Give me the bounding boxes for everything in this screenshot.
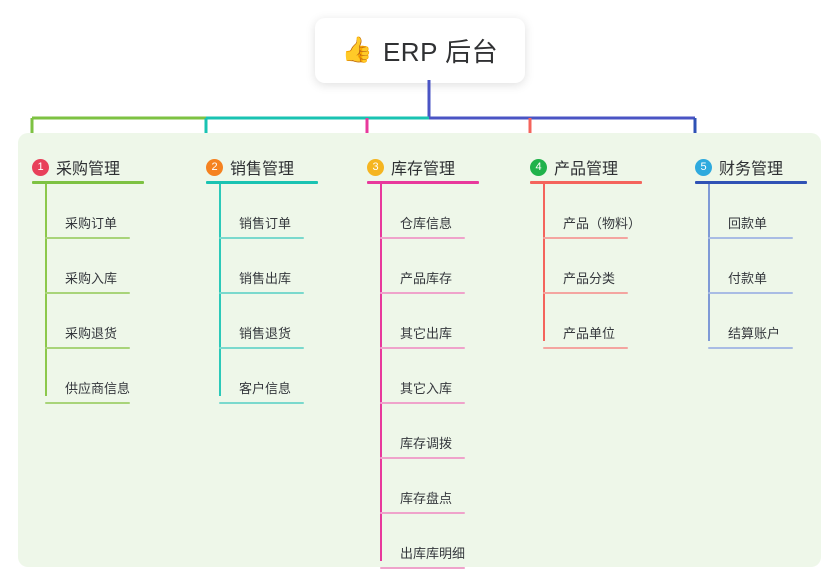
branch-title: 产品管理: [554, 161, 619, 178]
leaf-node-label: 采购退货: [65, 326, 118, 341]
leaf-node-label: 仓库信息: [400, 216, 453, 231]
leaf-node-underline: [380, 512, 465, 514]
leaf-node-label: 产品单位: [563, 326, 616, 341]
leaf-node-underline: [708, 237, 793, 239]
leaf-node-label: 供应商信息: [65, 381, 131, 396]
branch-spine: [45, 184, 47, 396]
leaf-node-underline: [45, 402, 130, 404]
leaf-node-label: 产品库存: [400, 271, 453, 286]
leaf-node-label: 其它出库: [400, 326, 453, 341]
branch-spine: [708, 184, 710, 341]
branch-spine: [219, 184, 221, 396]
branch-header-underline: [32, 181, 144, 184]
leaf-node-label: 产品分类: [563, 271, 616, 286]
branch-header-5[interactable]: 5 财务管理: [695, 155, 783, 179]
branch-title: 销售管理: [230, 161, 295, 178]
branch-header-1[interactable]: 1 采购管理: [32, 155, 120, 179]
leaf-node-label: 库存盘点: [400, 491, 453, 506]
leaf-node-underline: [45, 237, 130, 239]
branch-number-badge: 3: [367, 158, 384, 176]
leaf-node-underline: [219, 402, 304, 404]
leaf-node-underline: [708, 347, 793, 349]
leaf-node-label: 库存调拨: [400, 436, 453, 451]
leaf-node-label: 销售退货: [239, 326, 292, 341]
branch-number-badge: 4: [530, 158, 547, 176]
leaf-node-label: 出库库明细: [400, 546, 466, 561]
leaf-node-underline: [45, 347, 130, 349]
leaf-node-underline: [380, 347, 465, 349]
leaf-node-underline: [380, 567, 465, 569]
branch-header-3[interactable]: 3 库存管理: [367, 155, 455, 179]
branch-header-4[interactable]: 4 产品管理: [530, 155, 618, 179]
leaf-node-underline: [380, 237, 465, 239]
leaf-node-label: 付款单: [728, 271, 768, 286]
branch-title: 库存管理: [391, 161, 456, 178]
root-node-title: ERP 后台: [382, 37, 499, 67]
leaf-node-underline: [543, 347, 628, 349]
branch-spine: [543, 184, 545, 341]
branch-number-badge: 2: [206, 158, 223, 176]
leaf-node-underline: [380, 457, 465, 459]
leaf-node-label: 采购订单: [65, 216, 118, 231]
branch-number-badge: 1: [32, 158, 49, 176]
branch-title: 采购管理: [56, 161, 121, 178]
leaf-node-label: 销售订单: [239, 216, 292, 231]
branch-header-underline: [206, 181, 318, 184]
leaf-node-underline: [380, 292, 465, 294]
branch-number-badge: 5: [695, 158, 712, 176]
leaf-node-label: 回款单: [728, 216, 768, 231]
branch-header-2[interactable]: 2 销售管理: [206, 155, 294, 179]
branch-spine: [380, 184, 382, 561]
leaf-node-label: 其它入库: [400, 381, 453, 396]
leaf-node-underline: [219, 237, 304, 239]
leaf-node-underline: [543, 237, 628, 239]
leaf-node-underline: [219, 292, 304, 294]
leaf-node-underline: [543, 292, 628, 294]
branches-panel: [18, 133, 821, 567]
leaf-node-label: 采购入库: [65, 271, 118, 286]
leaf-node-label: 客户信息: [239, 381, 292, 396]
branch-title: 财务管理: [719, 161, 784, 178]
root-node-erp-backend[interactable]: 👍 ERP 后台: [315, 18, 525, 83]
branch-header-underline: [695, 181, 807, 184]
branch-header-underline: [367, 181, 479, 184]
leaf-node-label: 产品（物料）: [563, 216, 642, 231]
leaf-node-underline: [219, 347, 304, 349]
leaf-node-label: 结算账户: [728, 326, 781, 341]
thumbs-up-icon: 👍: [341, 36, 373, 64]
leaf-node-underline: [708, 292, 793, 294]
leaf-node-underline: [45, 292, 130, 294]
leaf-node-underline: [380, 402, 465, 404]
leaf-node-label: 销售出库: [239, 271, 292, 286]
branch-header-underline: [530, 181, 642, 184]
